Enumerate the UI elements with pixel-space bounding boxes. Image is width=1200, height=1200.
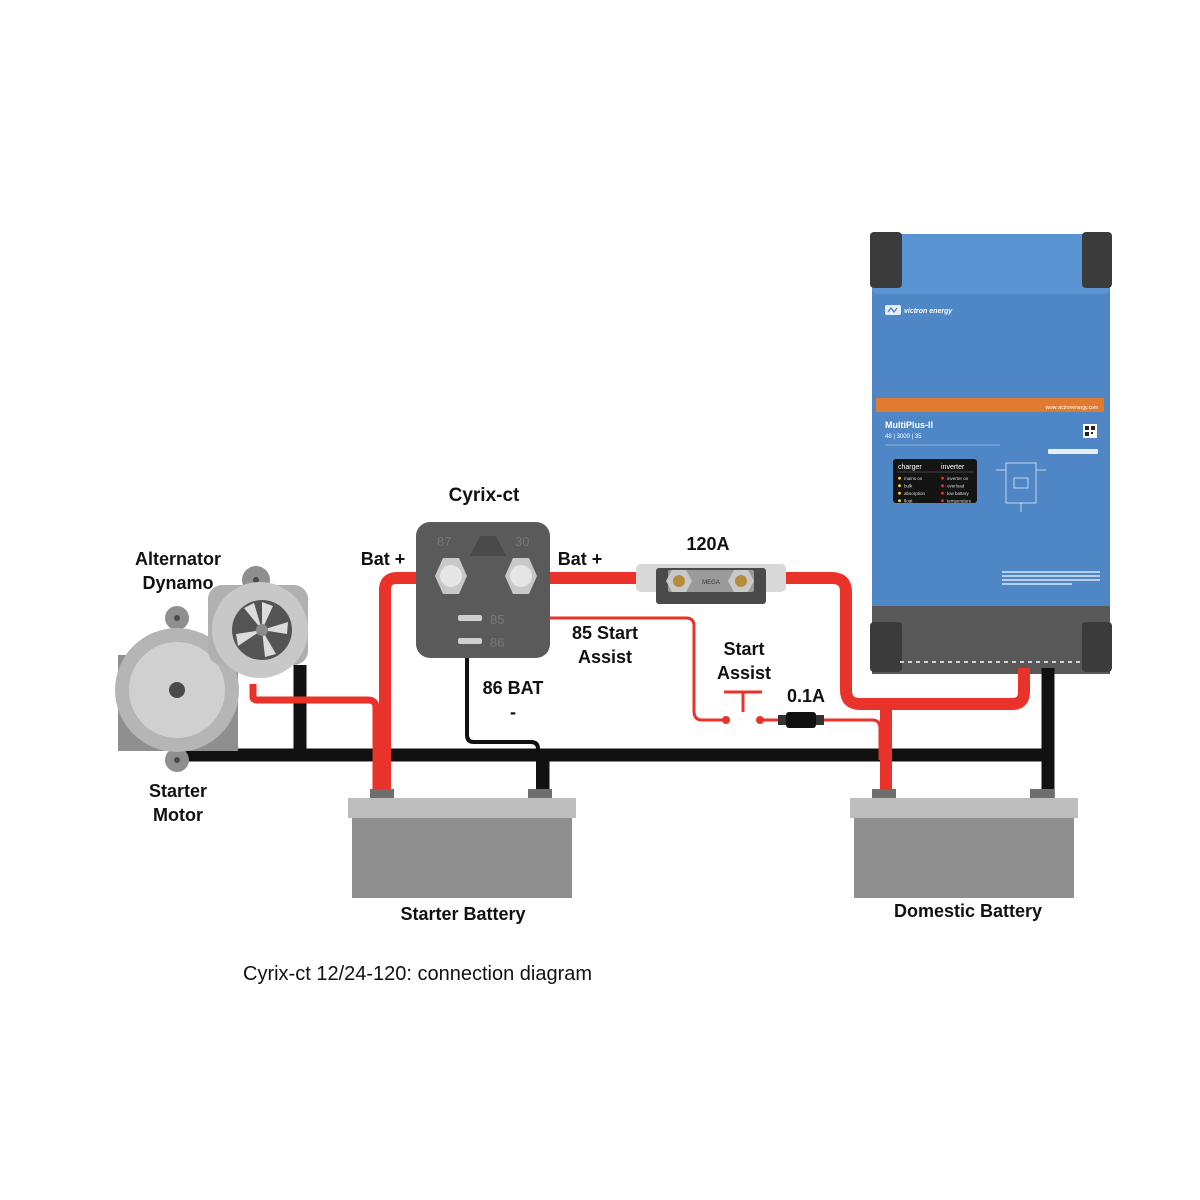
start-assist-switch-label-line2: Assist bbox=[717, 663, 771, 683]
fuse-bolt-right-icon bbox=[728, 570, 754, 592]
inverter-model: MultiPlus-II bbox=[885, 420, 933, 430]
start-assist-85-label-line1: 85 Start bbox=[572, 623, 638, 643]
charger-led-icon bbox=[898, 476, 901, 480]
terminal-30-bolt-icon bbox=[505, 558, 537, 594]
fan-icon bbox=[236, 602, 288, 657]
inverter-led-label: low battery bbox=[947, 491, 970, 496]
terminal-87-bolt-icon bbox=[435, 558, 467, 594]
charger-led-icon bbox=[898, 484, 901, 488]
diagram-caption: Cyrix-ct 12/24-120: connection diagram bbox=[243, 963, 592, 985]
inverter-heading: inverter bbox=[941, 464, 965, 471]
certification-marks-icon bbox=[1048, 449, 1098, 454]
charger-led-label: float bbox=[904, 499, 913, 504]
inverter-fine-print bbox=[1002, 571, 1100, 585]
inline-fuse-0-1a bbox=[778, 712, 824, 728]
inverter-led-label: temperature bbox=[947, 499, 972, 504]
inverter-website: www.victronenergy.com bbox=[1046, 405, 1098, 411]
inverter-stripe bbox=[876, 398, 1104, 412]
starter-battery bbox=[348, 789, 576, 898]
bat-plus-right-label: Bat + bbox=[558, 549, 603, 569]
inverter-led-icon bbox=[941, 476, 944, 480]
wiring-schematic-icon bbox=[996, 462, 1046, 512]
small-fuse-label: 0.1A bbox=[787, 686, 825, 706]
start-assist-85-label-line2: Assist bbox=[578, 647, 632, 667]
terminal-87-label: 87 bbox=[437, 534, 451, 549]
starter-motor-label-line2: Motor bbox=[153, 805, 203, 825]
cyrix-ct-relay: 87 30 85 86 bbox=[416, 522, 550, 658]
bat-86-label-line1: 86 BAT bbox=[483, 678, 544, 698]
start-assist-switch bbox=[722, 690, 764, 724]
inverter-brand: victron energy bbox=[904, 308, 953, 315]
domestic-battery bbox=[850, 789, 1078, 898]
terminal-86-spade bbox=[458, 638, 482, 644]
charger-led-icon bbox=[898, 491, 901, 495]
inverter-led-icon bbox=[941, 491, 944, 495]
charger-led-icon bbox=[898, 499, 901, 503]
main-fuse-label: 120A bbox=[686, 534, 729, 554]
starter-battery-label: Starter Battery bbox=[400, 904, 525, 924]
alternator bbox=[208, 566, 308, 678]
starter-motor-label-line1: Starter bbox=[149, 781, 207, 801]
start-assist-switch-label-line1: Start bbox=[723, 639, 764, 659]
fuse-bolt-left-icon bbox=[666, 570, 692, 592]
alternator-label-line2: Dynamo bbox=[142, 573, 213, 593]
qr-code-icon bbox=[1083, 424, 1097, 438]
terminal-30-label: 30 bbox=[515, 534, 529, 549]
inverter-led-label: inverter on bbox=[947, 476, 969, 481]
led-status-panel: charger inverter mains on bulk absorption f… bbox=[893, 459, 977, 504]
charger-led-label: absorption bbox=[904, 491, 926, 496]
fuse-body-text: MEGA bbox=[702, 580, 720, 586]
terminal-86-label: 86 bbox=[490, 635, 504, 650]
charger-led-label: mains on bbox=[904, 476, 923, 481]
domestic-battery-label: Domestic Battery bbox=[894, 901, 1042, 921]
negative-cables bbox=[175, 665, 1055, 798]
starter-motor bbox=[115, 606, 239, 772]
bat-plus-left-label: Bat + bbox=[361, 549, 406, 569]
charger-led-label: bulk bbox=[904, 484, 913, 489]
inverter-led-icon bbox=[941, 484, 944, 488]
wire-86-bat-negative bbox=[465, 648, 540, 790]
inverter-multiplus: victron energy www.victronenergy.com Mul… bbox=[870, 232, 1112, 674]
main-fuse-120a: MEGA bbox=[636, 564, 786, 604]
inverter-led-label: overload bbox=[947, 484, 965, 489]
charger-heading: charger bbox=[898, 464, 922, 471]
inverter-led-icon bbox=[941, 499, 944, 503]
inverter-rating: 48 | 3000 | 35 bbox=[885, 434, 922, 440]
motor-shaft-icon bbox=[169, 682, 185, 698]
cyrix-title: Cyrix-ct bbox=[449, 485, 520, 506]
alternator-label-line1: Alternator bbox=[135, 549, 221, 569]
bat-86-label-line2: - bbox=[510, 702, 516, 722]
terminal-85-spade bbox=[458, 615, 482, 621]
victron-logo-icon bbox=[885, 305, 901, 315]
terminal-85-label: 85 bbox=[490, 612, 504, 627]
